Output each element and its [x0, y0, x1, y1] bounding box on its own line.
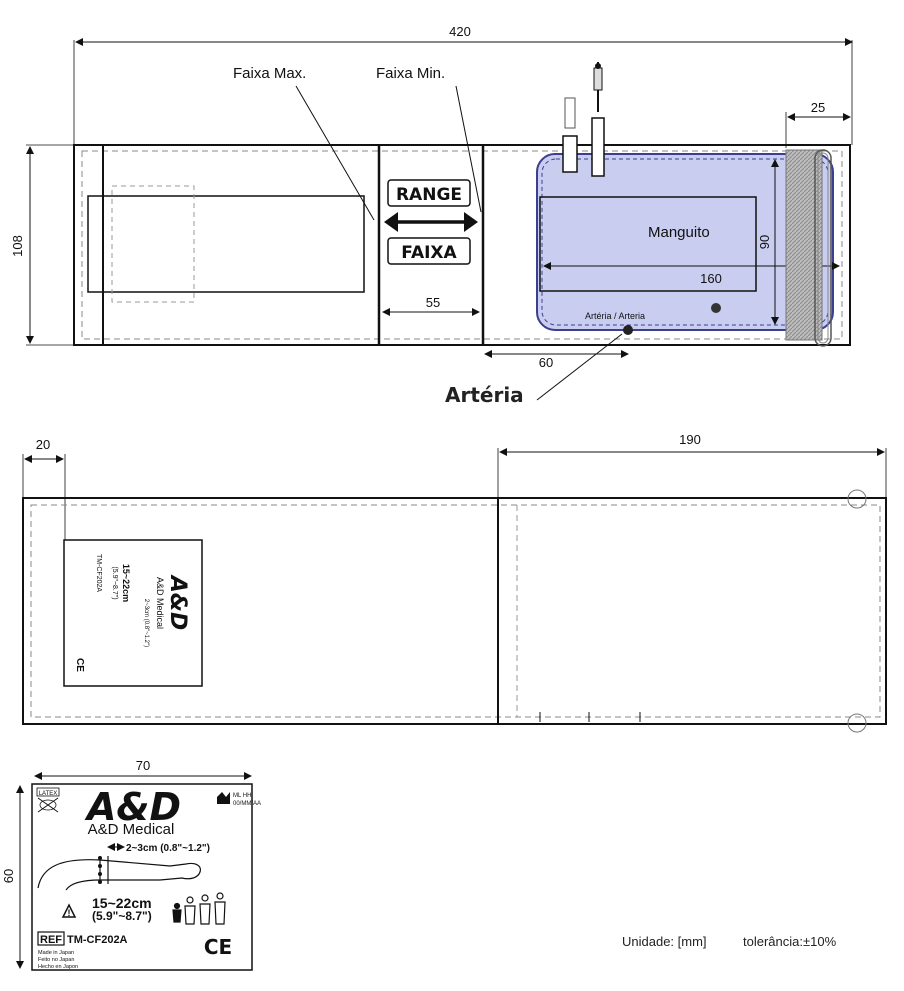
label-detail: 70 60 LATEX A&D ML HH 00/MM/AA A&D Medic…: [1, 758, 261, 971]
dim-artery-offset: 60: [539, 355, 553, 370]
dim-height: 108: [10, 235, 25, 257]
small-label-ce: CE: [74, 658, 85, 672]
bladder-label: Manguito: [648, 224, 710, 241]
unit-note: Unidade: [mm]: [622, 934, 707, 949]
artery-small-label: Artéria / Arteria: [585, 311, 645, 321]
bladder: [536, 153, 834, 331]
top-view: 420 25 108 Faixa Max. Faixa Min. RANGE F…: [10, 24, 853, 407]
circumference-cm: 15~22cm: [92, 895, 152, 911]
tube-left: [562, 135, 578, 173]
range-box-top-text: RANGE: [396, 185, 462, 205]
warning-icon: [61, 903, 77, 918]
svg-text:!: !: [68, 908, 71, 918]
label-detail-box: [31, 783, 253, 971]
arm-icon: [37, 856, 201, 891]
dim-range: 55: [426, 295, 440, 310]
label-area: [87, 195, 365, 293]
cuff-outline: [73, 144, 851, 346]
brand-logo: A&D: [84, 785, 181, 829]
small-label-brand: A&D: [165, 574, 190, 630]
dim-bladder-width: 160: [700, 271, 722, 286]
latex-mark: LATEX: [39, 791, 58, 797]
bladder-port-icon: [711, 303, 721, 313]
tolerance-note: tolerância:±10%: [743, 934, 837, 949]
made-in-3: Hecho en Japon: [38, 964, 78, 970]
range-box-top: [387, 179, 471, 207]
md-code-2: 00/MM/AA: [233, 801, 261, 807]
small-label-brand-name: A&D Medical: [155, 577, 165, 629]
dim-label-offset: 20: [36, 437, 50, 452]
dim-total-length: 420: [449, 24, 471, 39]
dim-right-section: 190: [679, 432, 701, 447]
tube-right: [591, 117, 605, 177]
cuff-marker-dots: [98, 856, 102, 884]
made-in-1: Made in Japan: [38, 950, 74, 956]
small-label-ref: TM-CF202A: [95, 554, 102, 592]
small-label-graphic: A&D A&D Medical 2~3cm (0.8"~1.2") 15~22c…: [63, 539, 203, 687]
small-label-circ: 15~22cm: [121, 564, 131, 602]
small-label-circ-in: (5.9"~8.7"): [111, 566, 118, 599]
ref-box: REF: [40, 934, 62, 946]
circumference-in: (5.9"~8.7"): [92, 909, 152, 923]
dim-label-height: 60: [1, 869, 16, 883]
ref-number: TM-CF202A: [67, 934, 128, 946]
brand-name: A&D Medical: [88, 821, 175, 838]
latex-free-icon: [37, 797, 59, 813]
md-code-1: ML HH: [233, 793, 251, 799]
made-in-2: Feito no Japan: [38, 957, 74, 963]
position-range: 2~3cm (0.8"~1.2"): [126, 843, 210, 854]
range-box-bottom-text: FAIXA: [401, 243, 457, 263]
dim-label-width: 70: [136, 758, 150, 773]
people-icon: [172, 892, 226, 925]
artery-marker: [623, 325, 633, 335]
ce-mark: CE: [204, 935, 232, 959]
manufacturer-icon: [217, 792, 230, 804]
artery-label: Artéria: [445, 383, 524, 407]
cuff-back-outline: [22, 497, 887, 725]
label-range-min: Faixa Min.: [376, 65, 445, 82]
bottom-view: 20 190 A&D A&D Medical 2~3cm (0.8"~1.2")…: [22, 432, 887, 733]
dim-hook-width: 25: [811, 100, 825, 115]
small-label-range: 2~3cm (0.8"~1.2"): [143, 599, 149, 647]
velcro-hook: [785, 149, 823, 341]
dim-bladder-height: 90: [757, 235, 772, 249]
range-box-bottom: [387, 237, 471, 265]
label-range-max: Faixa Max.: [233, 65, 306, 82]
